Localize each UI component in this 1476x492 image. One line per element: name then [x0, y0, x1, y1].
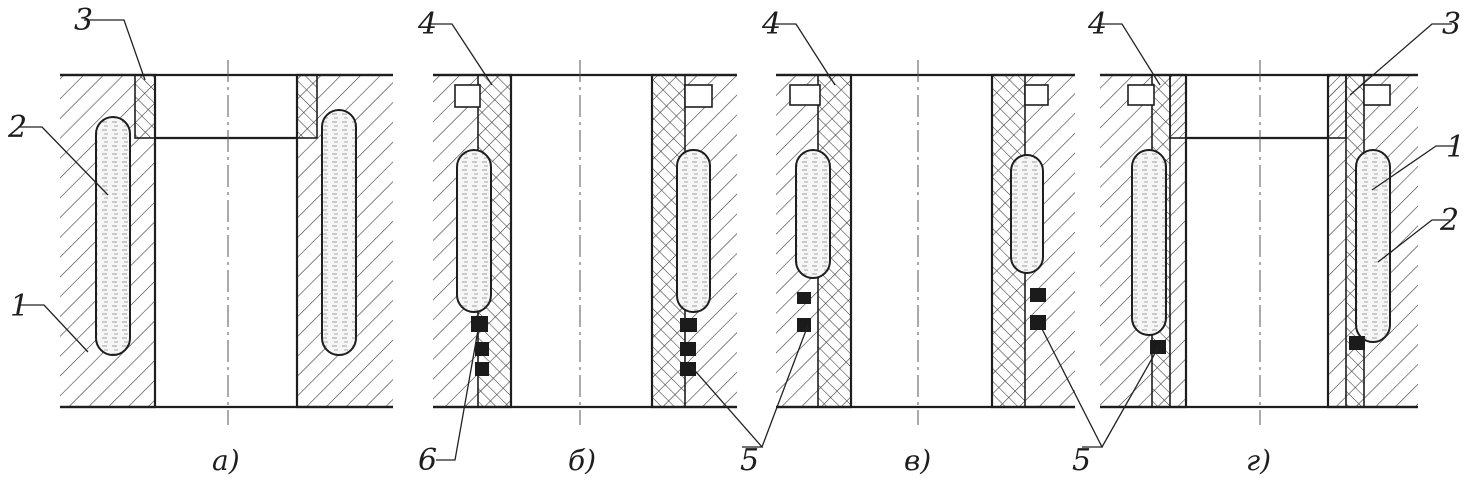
sleeve-right-g: [1327, 74, 1347, 139]
callout-a-3: 3: [74, 3, 93, 38]
callout-g-2: 2: [1439, 203, 1459, 238]
panel-caption-a: а): [212, 444, 240, 477]
panel-a: [60, 60, 393, 425]
panel-caption-b: б): [568, 444, 596, 477]
callout-g-1: 1: [1446, 130, 1465, 165]
weld-cavity-right-a: [321, 109, 357, 356]
callout-bv-5: 5: [740, 443, 759, 478]
panel-caption-v: в): [904, 444, 931, 477]
callout-g-3: 3: [1442, 7, 1461, 42]
weld-6-b: [471, 316, 488, 332]
callout-v-4: 4: [761, 7, 781, 42]
callout-g-4: 4: [1087, 7, 1107, 42]
leader-lines: [18, 19, 1456, 461]
callout-a-1: 1: [10, 289, 29, 324]
weld-cavity-left-a: [95, 116, 131, 356]
callout-g-5: 5: [1072, 443, 1091, 478]
callout-b-6: 6: [418, 443, 437, 478]
sleeve-left-a: [134, 74, 156, 139]
panel-b: [433, 60, 737, 425]
sleeve-right-a: [296, 74, 318, 139]
sleeve-left-g: [1169, 74, 1187, 139]
callout-b-4: 4: [417, 7, 437, 42]
panel-v: [776, 60, 1075, 425]
panel-caption-g: г): [1246, 444, 1271, 477]
callout-a-2: 2: [7, 110, 27, 145]
panel-g: [1100, 60, 1418, 425]
